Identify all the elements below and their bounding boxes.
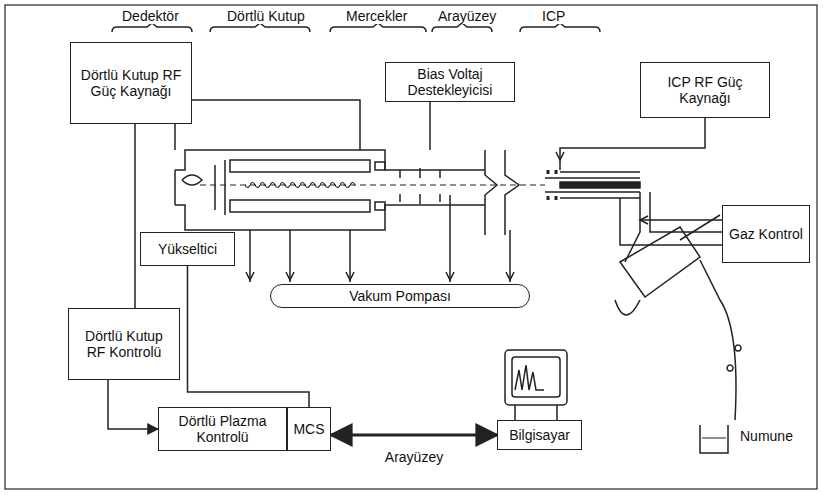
sample-label: Numune [738, 428, 795, 444]
section-label: Arayüzey [436, 8, 498, 24]
section-label: Mercekler [344, 8, 409, 24]
box-label: Gaz Kontrol [729, 226, 803, 242]
amplifier-box: Yükseltici [140, 232, 235, 266]
section-label: ICP [540, 8, 567, 24]
bias-box: Bias Voltaj Destekleyicisi [385, 62, 515, 102]
connector [331, 434, 497, 437]
power-supply-box: ICP RF Güç Kaynağı [640, 62, 770, 118]
box-label: ICP RF Güç Kaynağı [646, 74, 764, 106]
box-label: Dörtlü Kutup RF Kontrolü [74, 328, 174, 360]
connector [108, 380, 158, 429]
section-label: Dedektör [120, 8, 181, 24]
box-label: Bias Voltaj Destekleyicisi [391, 66, 509, 98]
box-label: Bilgisayar [509, 427, 570, 443]
control-box: Dörtlü Kutup RF Kontrolü [68, 308, 180, 380]
box-label: MCS [293, 421, 324, 437]
edge-label: Arayüzey [383, 449, 445, 465]
computer-box: Bilgisayar [497, 420, 582, 450]
section-label: Dörtlü Kutup [225, 8, 307, 24]
gas-control-box: Gaz Kontrol [722, 205, 810, 263]
vacuum-pump-box: Vakum Pompası [270, 284, 530, 308]
box-label: Dörtlü Kutup RF Güç Kaynağı [76, 67, 186, 99]
mcs-box: MCS [287, 407, 331, 451]
connector [134, 124, 136, 308]
power-supply-box: Dörtlü Kutup RF Güç Kaynağı [70, 42, 192, 124]
control-box: Dörtlü Plazma Kontrolü [158, 407, 287, 451]
box-label: Vakum Pompası [349, 288, 451, 304]
box-label: Yükseltici [158, 241, 217, 257]
box-label: Dörtlü Plazma Kontrolü [164, 413, 281, 445]
